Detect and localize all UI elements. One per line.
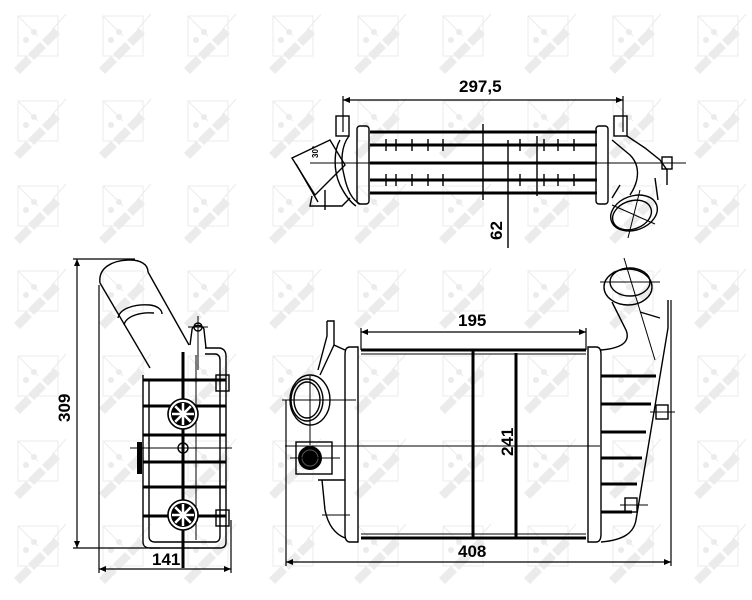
watermark-logo-icon xyxy=(693,98,747,160)
watermark-logo-icon xyxy=(353,438,407,500)
dimension-depth-62: 62 xyxy=(487,221,506,240)
watermark-logo-icon xyxy=(13,438,67,500)
watermark-logo-icon xyxy=(13,523,67,585)
watermark-logo-icon xyxy=(523,268,577,330)
dimension-core-width-195: 195 xyxy=(458,311,486,330)
mount-wheel-icon xyxy=(167,499,199,531)
watermark-logo-icon xyxy=(353,13,407,75)
watermark-logo-icon xyxy=(13,183,67,245)
watermark-logo-icon xyxy=(183,268,237,330)
watermark-logo-icon xyxy=(523,523,577,585)
watermark-logo-icon xyxy=(693,438,747,500)
watermark-logo-icon xyxy=(98,183,152,245)
watermark-logo-icon xyxy=(608,98,662,160)
watermark-logo-icon xyxy=(693,268,747,330)
watermark-logo-icon xyxy=(353,268,407,330)
watermark-logo-icon xyxy=(98,268,152,330)
watermark-logo-icon xyxy=(98,98,152,160)
watermark-logo-icon xyxy=(353,98,407,160)
watermark-logo-icon xyxy=(693,183,747,245)
watermark-logo-icon xyxy=(608,13,662,75)
watermark-logo-icon xyxy=(183,523,237,585)
watermark-logo-icon xyxy=(608,523,662,585)
dimension-core-height-241: 241 xyxy=(498,428,517,456)
side-view: 309 141 xyxy=(55,258,232,573)
watermark-logo-icon xyxy=(13,98,67,160)
watermark-logo-icon xyxy=(268,268,322,330)
watermark-logo-icon xyxy=(353,523,407,585)
watermark-logo-icon xyxy=(693,353,747,415)
watermark-logo-icon xyxy=(438,353,492,415)
watermark-logo-icon xyxy=(183,183,237,245)
watermark-logo-icon xyxy=(523,98,577,160)
watermark-logo-icon xyxy=(268,13,322,75)
watermark-logo-icon xyxy=(523,353,577,415)
inlet-port xyxy=(282,374,356,445)
angle-label: 30° xyxy=(311,146,320,158)
dimension-overall-width-408: 408 xyxy=(458,542,486,561)
watermark-logo-icon xyxy=(438,13,492,75)
watermark-logo-icon xyxy=(608,268,662,330)
watermark-logo-icon xyxy=(523,13,577,75)
watermark-logo-icon xyxy=(608,438,662,500)
watermark-logo-icon xyxy=(523,438,577,500)
dimension-width-297-5: 297,5 xyxy=(459,77,502,96)
watermark-logo-icon xyxy=(268,523,322,585)
watermark-logo-icon xyxy=(438,438,492,500)
watermark-logo-icon xyxy=(13,13,67,75)
dimension-width-141: 141 xyxy=(152,550,180,569)
watermark-logo-icon xyxy=(693,523,747,585)
mount-wheel-icon xyxy=(167,398,199,430)
watermark-logo-icon xyxy=(13,268,67,330)
front-view: 195 xyxy=(282,257,675,566)
watermark-logo-icon xyxy=(183,13,237,75)
watermark-logo-icon xyxy=(183,98,237,160)
top-view: 30° 62 297,5 xyxy=(290,77,686,248)
dimension-height-309: 309 xyxy=(55,394,74,422)
watermark-logo-icon xyxy=(353,353,407,415)
watermark-logo-icon xyxy=(98,13,152,75)
watermark-logo-icon xyxy=(693,13,747,75)
watermark-logo-icon xyxy=(608,183,662,245)
outlet-port xyxy=(600,257,660,361)
